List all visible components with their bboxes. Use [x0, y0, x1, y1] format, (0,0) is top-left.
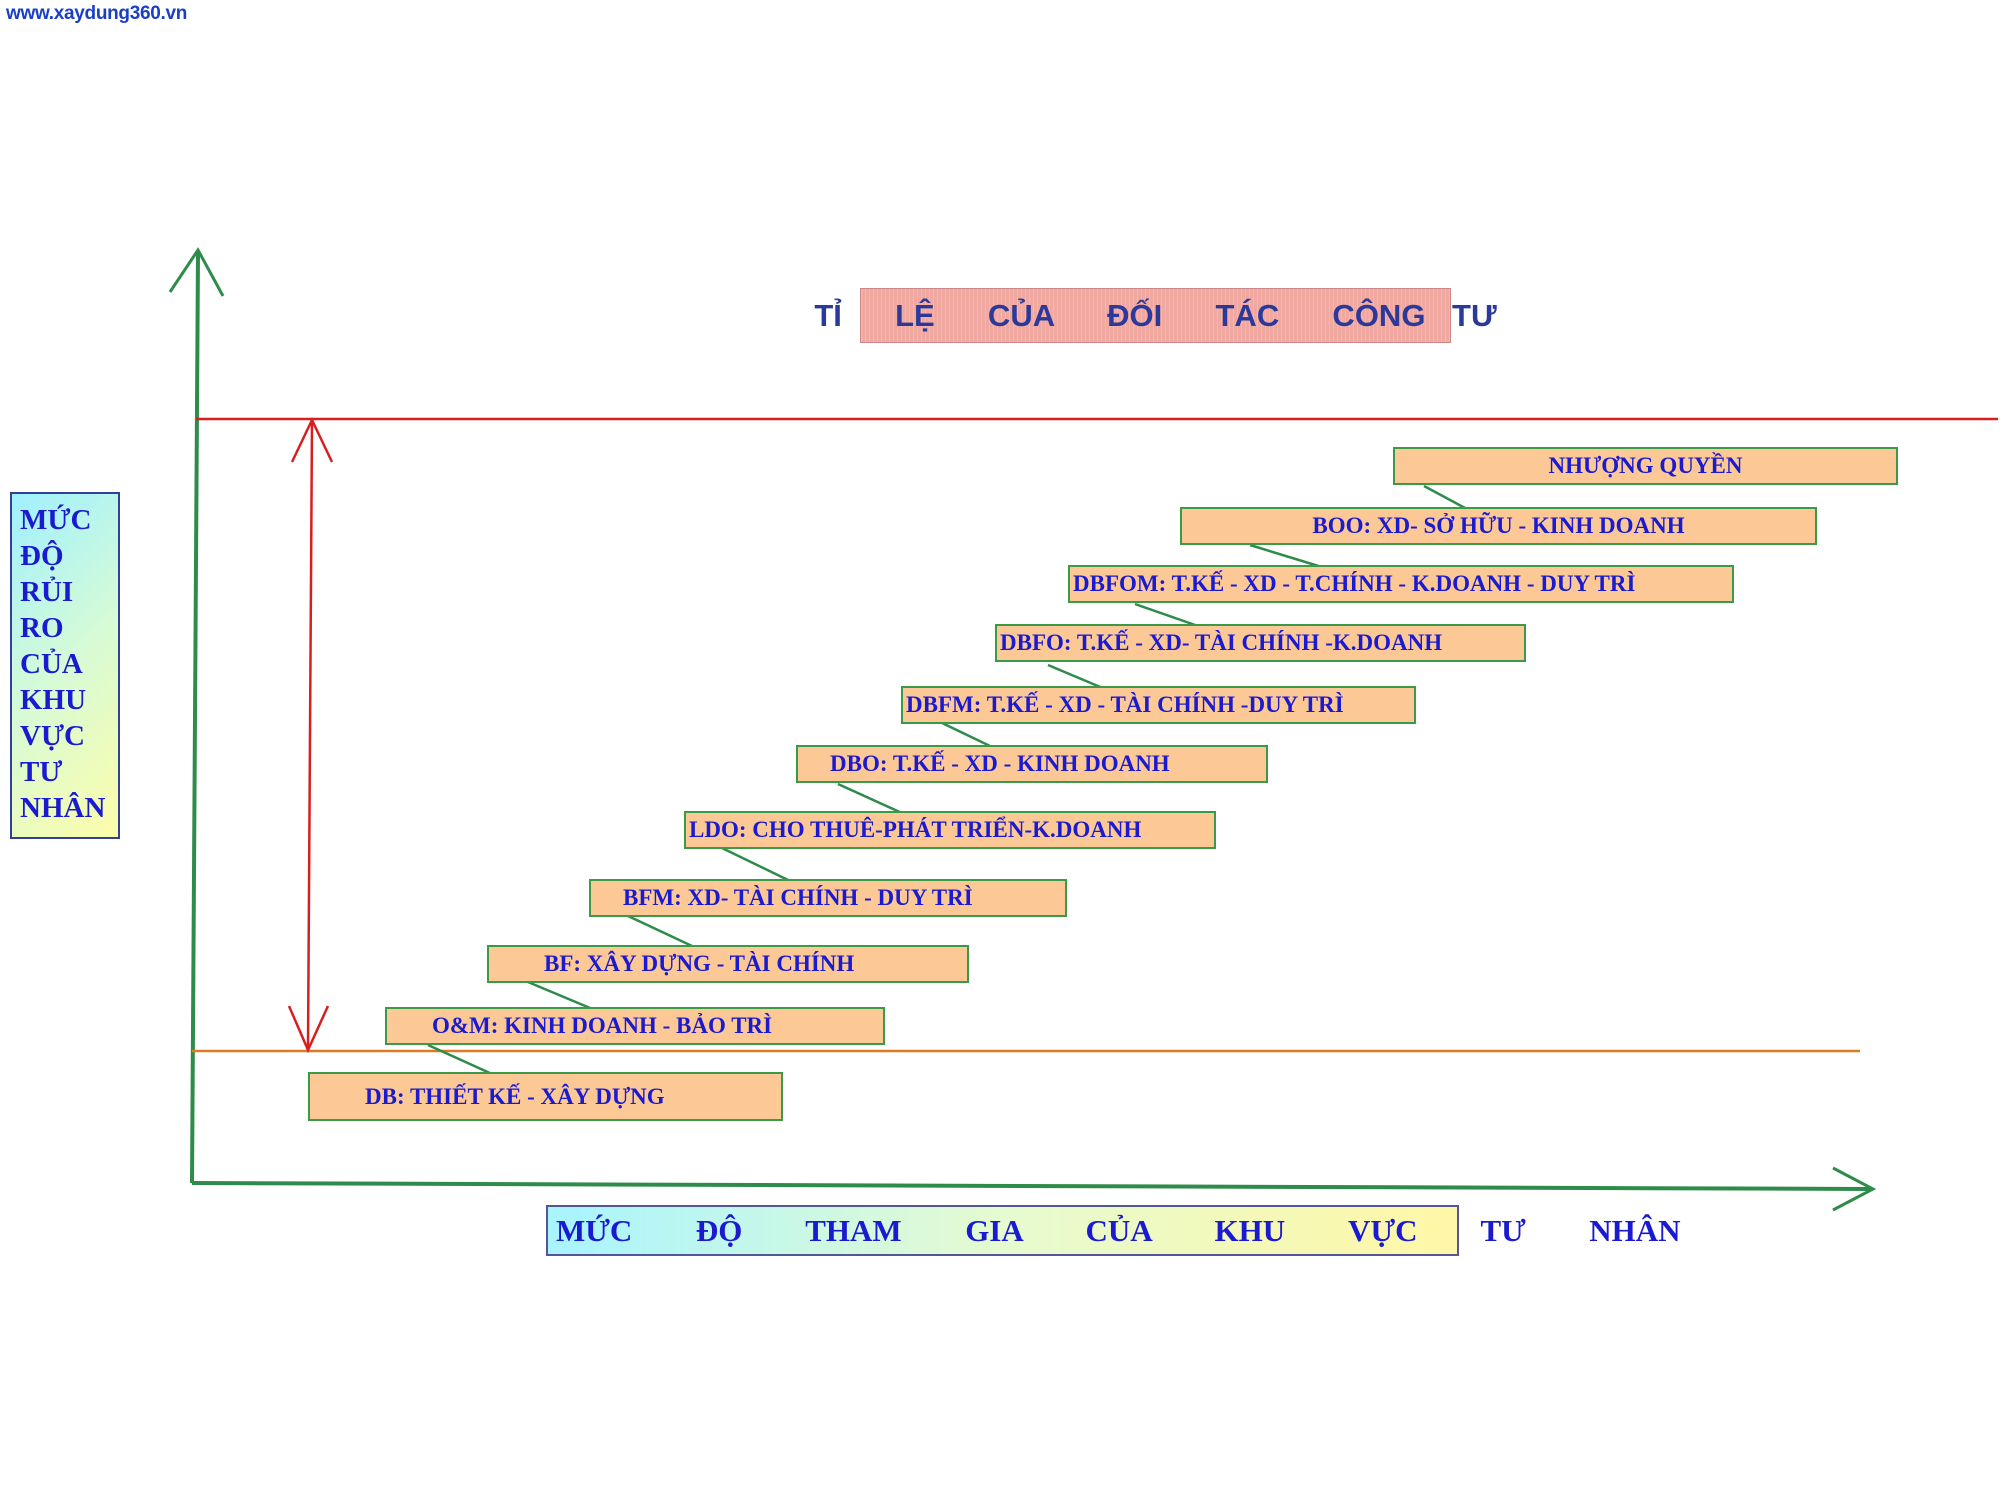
connector	[627, 914, 693, 948]
y-axis-label-line: TƯ	[20, 756, 63, 788]
risk-range-arrow-top	[290, 417, 334, 463]
diagram-title: TỈ LỆ CỦA ĐỐI TÁC CÔNG TƯ	[814, 288, 1497, 343]
step-dbfm: DBFM: T.KẾ - XD - TÀI CHÍNH -DUY TRÌ	[901, 686, 1416, 724]
risk-range-arrow-bottom	[287, 1005, 330, 1054]
y-axis-label-line: ĐỘ	[20, 540, 64, 572]
step-ldo: LDO: CHO THUÊ-PHÁT TRIỂN-K.DOANH	[684, 811, 1216, 849]
connector	[939, 720, 991, 748]
connector	[721, 846, 789, 882]
x-axis	[191, 1181, 1873, 1191]
y-axis-label-line: NHÂN	[20, 792, 106, 824]
y-axis-label-line: RỦI	[20, 576, 74, 608]
x-axis-label: MỨC ĐỘ THAM GIA CỦA KHU VỰC TƯ NHÂN	[546, 1205, 1681, 1256]
step-om: O&M: KINH DOANH - BẢO TRÌ	[385, 1007, 885, 1045]
step-boo: BOO: XD- SỞ HỮU - KINH DOANH	[1180, 507, 1817, 545]
connector	[1047, 663, 1106, 691]
risk-range-arrow	[306, 421, 314, 1049]
x-axis-arrowhead	[1832, 1166, 1877, 1212]
step-bf: BF: XÂY DỰNG - TÀI CHÍNH	[487, 945, 969, 983]
connector	[1423, 484, 1466, 510]
y-axis	[190, 251, 200, 1184]
step-dbo: DBO: T.KẾ - XD - KINH DOANH	[796, 745, 1268, 783]
connector	[1249, 543, 1326, 570]
y-axis-label-line: MỨC	[20, 504, 92, 536]
watermark: www.xaydung360.vn	[6, 3, 188, 24]
step-db: DB: THIẾT KẾ - XÂY DỰNG	[308, 1072, 783, 1121]
step-connectors	[427, 484, 1466, 1076]
y-axis-label: MỨC ĐỘ RỦI RO CỦA KHU VỰC TƯ NHÂN	[10, 492, 120, 839]
y-axis-label-line: RO	[20, 612, 64, 644]
y-axis-label-line: CỦA	[20, 648, 83, 680]
y-axis-label-line: KHU	[20, 684, 87, 716]
step-bfm: BFM: XD- TÀI CHÍNH - DUY TRÌ	[589, 879, 1067, 917]
connector	[1134, 602, 1199, 628]
step-franchise: NHƯỢNG QUYỀN	[1393, 447, 1898, 485]
step-dbfom: DBFOM: T.KẾ - XD - T.CHÍNH - K.DOANH - D…	[1068, 565, 1734, 603]
connector	[427, 1043, 493, 1076]
y-axis-label-line: VỰC	[20, 720, 85, 752]
step-dbfo: DBFO: T.KẾ - XD- TÀI CHÍNH -K.DOANH	[995, 624, 1526, 662]
connector	[837, 782, 905, 816]
y-axis-arrowhead	[168, 247, 225, 297]
connector	[527, 980, 591, 1010]
